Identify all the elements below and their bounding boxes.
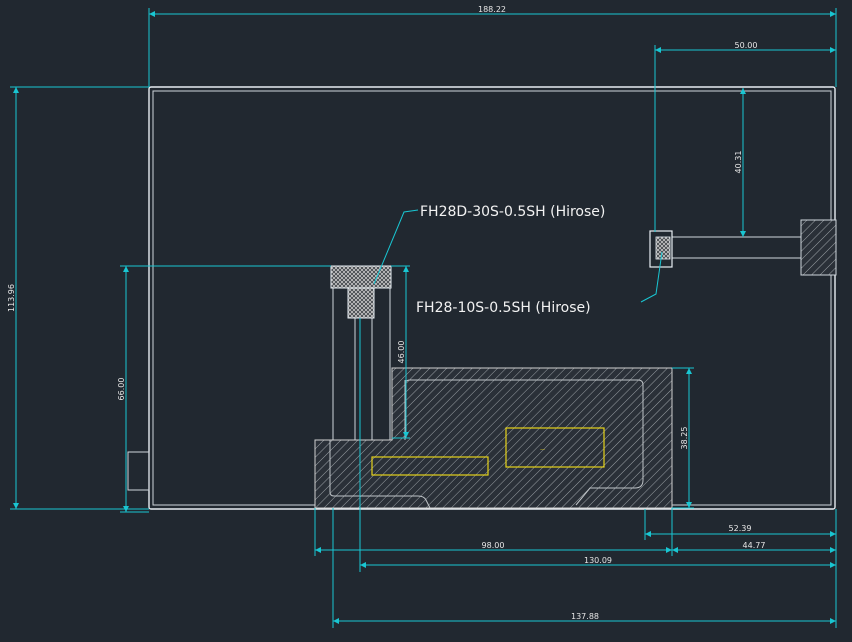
dim-offset-top-right: 50.00 — [654, 41, 836, 232]
callout-label-connector-2: FH28-10S-0.5SH (Hirose) — [416, 300, 591, 316]
small-connector — [649, 230, 673, 268]
dim-label-bottom-right-1: 52.39 — [729, 524, 752, 533]
left-tab — [127, 451, 150, 491]
dim-left-height: 66.00 — [117, 265, 331, 513]
dim-overall-width: 188.22 — [148, 5, 837, 87]
dim-label-bottom-130: 130.09 — [584, 556, 612, 565]
dim-fpc-length: 46.00 — [391, 265, 410, 439]
dim-label-bottom-right-2: 44.77 — [743, 541, 766, 550]
dim-bottom-98: 98.00 — [314, 508, 672, 556]
callout-label-connector-1: FH28D-30S-0.5SH (Hirose) — [420, 204, 605, 220]
dim-label-left-height: 66.00 — [117, 378, 126, 401]
dim-bottom-137: 137.88 — [332, 508, 836, 628]
large-connector — [330, 265, 392, 319]
svg-text:—: — — [540, 447, 545, 453]
dim-label-offset-top-right: 50.00 — [735, 41, 758, 50]
dim-label-bottom-98: 98.00 — [482, 541, 505, 550]
dim-bottom-right-2: 44.77 — [671, 508, 836, 556]
dim-label-bottom-137: 137.88 — [571, 612, 599, 621]
dim-label-vertical-connector: 40.31 — [734, 151, 743, 174]
dim-label-pcb-height: 38.25 — [680, 427, 689, 450]
dim-label-fpc-length: 46.00 — [397, 341, 406, 364]
dim-bottom-right-1: 52.39 — [644, 509, 837, 628]
dim-pcb-height: 38.25 — [672, 367, 694, 509]
dim-bottom-130: 130.09 — [359, 318, 836, 572]
ic-chip-outline — [505, 427, 605, 468]
callout-connector-1: FH28D-30S-0.5SH (Hirose) — [373, 204, 605, 285]
dim-vertical-connector: 40.31 — [734, 88, 746, 237]
dim-label-overall-width: 188.22 — [478, 5, 506, 14]
pcb-board: — — [314, 367, 673, 509]
right-connector-bar — [671, 219, 837, 276]
dim-overall-height: 113.96 — [7, 86, 149, 510]
connector-footprint — [371, 456, 489, 476]
dim-label-overall-height: 113.96 — [7, 284, 16, 312]
callout-connector-2: FH28-10S-0.5SH (Hirose) — [416, 251, 663, 316]
